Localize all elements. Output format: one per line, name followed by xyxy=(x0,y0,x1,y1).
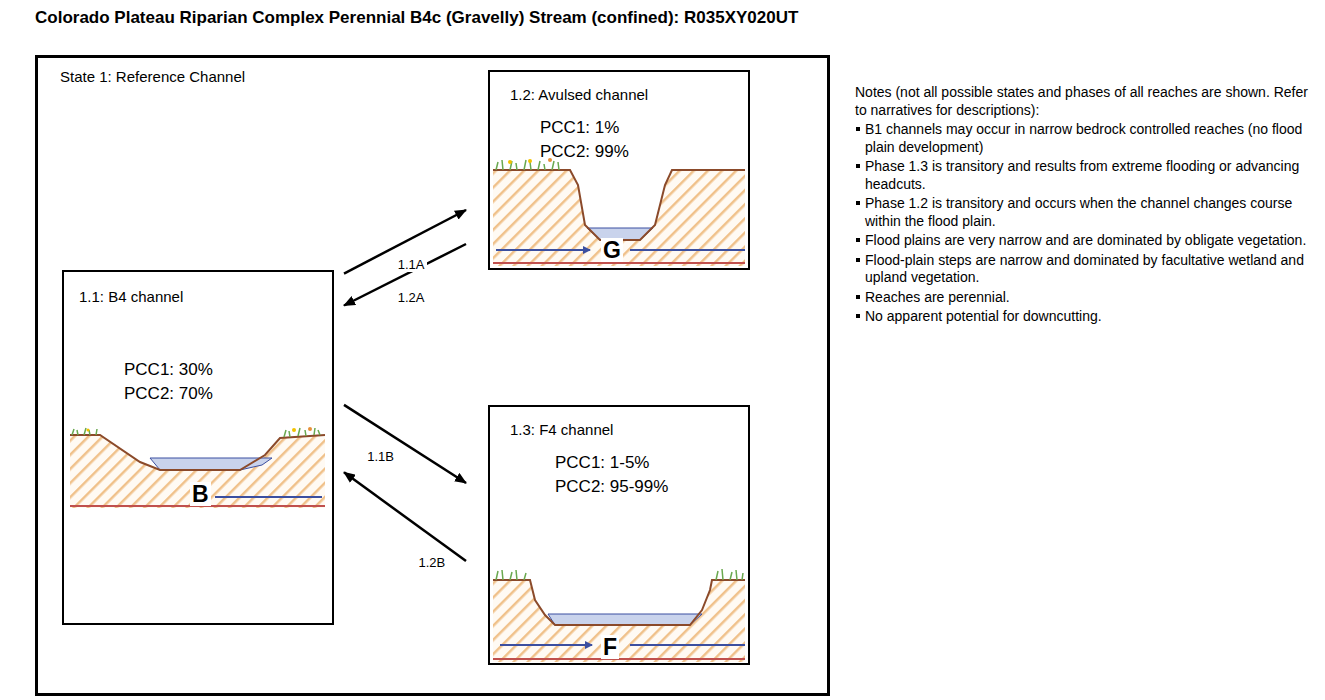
b-channel-section xyxy=(70,427,325,508)
transition-label: 1.2A xyxy=(395,290,428,305)
pcc-value: PCC1: 1-5% xyxy=(555,453,649,473)
note-bullet: Flood-plain steps are narrow and dominat… xyxy=(855,252,1310,287)
transition-arrow xyxy=(344,244,466,306)
transition-arrow xyxy=(344,472,466,561)
phase-box: 1.2: Avulsed channelPCC1: 1% PCC2: 99% G xyxy=(488,70,750,270)
box-heading: State 1: Reference Channel xyxy=(60,68,245,85)
channel-type-letter: F xyxy=(601,635,619,659)
notes-block: Notes (not all possible states and phase… xyxy=(855,84,1310,328)
note-bullet: Flood plains are very narrow and are dom… xyxy=(855,232,1310,250)
notes-heading: Notes (not all possible states and phase… xyxy=(855,84,1310,119)
pcc-value: PCC2: 70% xyxy=(124,384,213,404)
diagram-title: Colorado Plateau Riparian Complex Perenn… xyxy=(35,8,798,28)
note-bullet: No apparent potential for downcutting. xyxy=(855,308,1310,326)
pcc-value: PCC1: 30% xyxy=(124,360,213,380)
channel-type-letter: B xyxy=(190,482,211,506)
box-heading: 1.1: B4 channel xyxy=(79,288,183,305)
note-bullet: B1 channels may occur in narrow bedrock … xyxy=(855,121,1310,156)
note-bullet: Phase 1.2 is transitory and occurs when … xyxy=(855,195,1310,230)
g-channel-section xyxy=(493,158,745,266)
transition-arrow xyxy=(344,210,466,274)
transition-label: 1.1B xyxy=(364,449,397,464)
pcc-value: PCC2: 99% xyxy=(540,142,629,162)
pcc-value: PCC1: 1% xyxy=(540,118,619,138)
f-channel-section xyxy=(493,569,745,662)
phase-box: 1.1: B4 channelPCC1: 30% PCC2: 70% B xyxy=(62,270,334,625)
pcc-value: PCC2: 95-99% xyxy=(555,477,668,497)
transition-arrow xyxy=(344,405,466,483)
transition-label: 1.1A xyxy=(395,257,428,272)
state-box: State 1: Reference Channel 1.1: B4 channe… xyxy=(35,55,830,696)
note-bullet: Phase 1.3 is transitory and results from… xyxy=(855,158,1310,193)
transition-label: 1.2B xyxy=(415,555,448,570)
phase-box: 1.3: F4 channelPCC1: 1-5% PCC2: 95-99% F xyxy=(488,405,750,665)
channel-type-letter: G xyxy=(601,238,623,262)
box-heading: 1.2: Avulsed channel xyxy=(510,86,648,103)
box-heading: 1.3: F4 channel xyxy=(510,421,613,438)
note-bullet: Reaches are perennial. xyxy=(855,289,1310,307)
